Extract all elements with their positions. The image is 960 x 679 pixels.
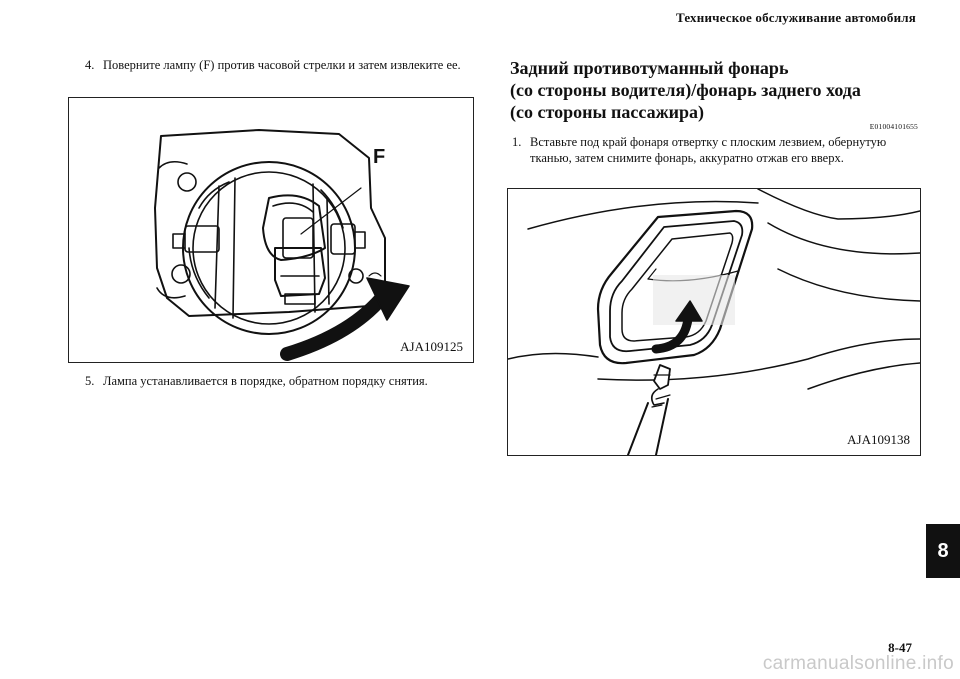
figure-bulb-removal: F AJA109125: [68, 97, 474, 363]
callout-f: F: [373, 146, 386, 168]
heading-line-1: Задний противотуманный фонарь: [510, 58, 789, 78]
running-header: Техническое обслуживание автомобиля: [675, 10, 916, 25]
section-heading: Задний противотуманный фонарь (со сторон…: [510, 57, 930, 123]
figure-code: AJA109125: [398, 339, 465, 355]
heading-line-3: (со стороны пассажира): [510, 102, 705, 122]
figure-code: AJA109138: [845, 432, 912, 448]
figure-lamp-removal: AJA109138: [507, 188, 921, 456]
step-number: 4.: [85, 58, 95, 72]
step-5: 5. Лампа устанавливается в порядке, обра…: [85, 373, 485, 389]
section-code: E01004101655: [869, 122, 918, 131]
step-number: 1.: [512, 135, 522, 149]
step-text: Лампа устанавливается в порядке, обратно…: [103, 374, 428, 388]
page-number: 8-47: [888, 640, 912, 655]
chapter-tab: 8: [926, 524, 960, 578]
bulb-removal-illustration: [154, 129, 410, 361]
heading-line-2: (со стороны водителя)/фонарь заднего ход…: [510, 80, 861, 100]
lamp-removal-illustration: [508, 189, 920, 455]
watermark: carmanualsonline.info: [762, 653, 954, 674]
step-4: 4. Поверните лампу (F) против часовой ст…: [85, 57, 465, 73]
step-text: Вставьте под край фонаря отвертку с плос…: [530, 135, 887, 165]
step-text: Поверните лампу (F) против часовой стрел…: [103, 58, 461, 72]
step-number: 5.: [85, 374, 95, 388]
step-1: 1. Вставьте под край фонаря отвертку с п…: [512, 134, 922, 166]
